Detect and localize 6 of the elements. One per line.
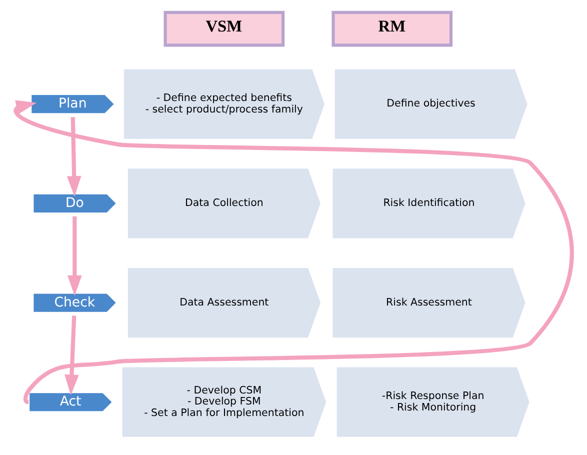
arrow: [15, 100, 574, 402]
arrow: [64, 316, 79, 396]
arrow: [66, 117, 82, 197]
node-box: RM: [332, 10, 453, 47]
node-box: VSM: [164, 10, 285, 47]
arrow: [67, 216, 82, 296]
